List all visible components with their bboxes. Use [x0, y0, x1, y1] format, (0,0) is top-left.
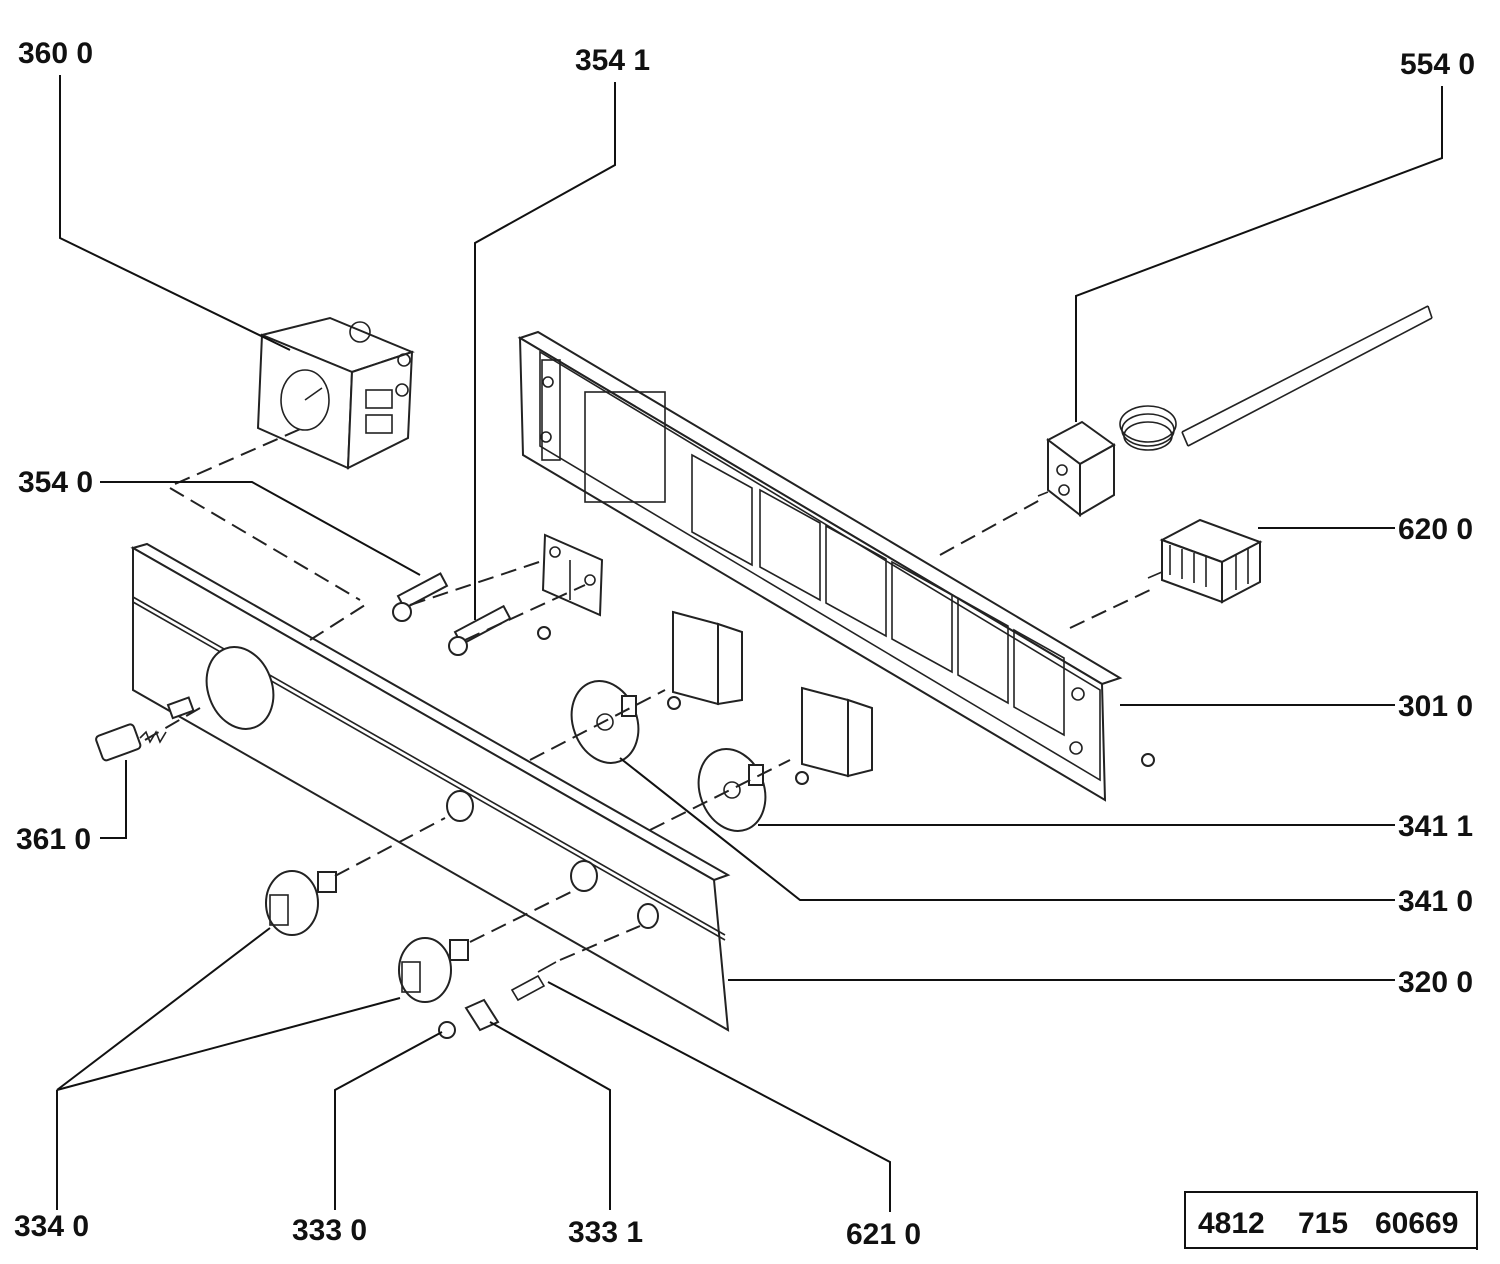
timer-module-part: [256, 316, 415, 470]
reference-number-box: 4812 715 60669: [1184, 1191, 1478, 1250]
label-341-1: 341 1: [1398, 810, 1473, 843]
label-334-0: 334 0: [14, 1210, 89, 1243]
leader-lines: [56, 75, 1443, 1212]
label-301-0: 301 0: [1398, 690, 1473, 723]
label-341-0: 341 0: [1398, 885, 1473, 918]
knob-bracket-upper-part: [667, 610, 743, 710]
reference-part-b: 715: [1298, 1207, 1348, 1240]
label-554-0: 554 0: [1400, 48, 1475, 81]
label-333-1: 333 1: [568, 1216, 643, 1249]
front-panel-part: [130, 542, 731, 1032]
rear-frame-part: [517, 330, 1123, 802]
assembly-axes: [144, 426, 1151, 961]
label-354-0: 354 0: [18, 466, 93, 499]
label-333-0: 333 0: [292, 1214, 367, 1247]
reference-part-c: 60669: [1375, 1207, 1458, 1240]
label-621-0: 621 0: [846, 1218, 921, 1251]
bracket-354-part: [392, 533, 604, 656]
push-button-part: [95, 696, 195, 762]
knob-upper-part: [265, 870, 337, 936]
label-361-0: 361 0: [16, 823, 91, 856]
selector-switch-part: [1147, 518, 1263, 604]
knob-bracket-lower-part: [795, 686, 1155, 785]
disc-341-1-part: [697, 748, 767, 832]
reference-part-a: 4812: [1198, 1207, 1265, 1240]
label-360-0: 360 0: [18, 37, 93, 70]
label-354-1: 354 1: [575, 44, 650, 77]
label-320-0: 320 0: [1398, 966, 1473, 999]
knob-lower-part: [398, 937, 469, 1003]
thermostat-part: [1037, 305, 1433, 518]
label-620-0: 620 0: [1398, 513, 1473, 546]
